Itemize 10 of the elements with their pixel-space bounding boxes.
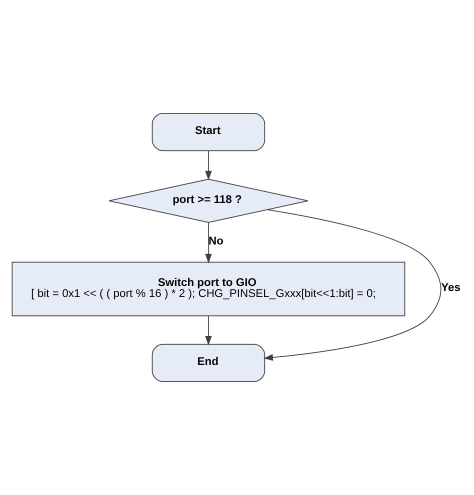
node-box: End — [152, 344, 266, 382]
node-box: Switch port to GIO [ bit = 0x1 << ( ( port % 16 ) * 2 ); CHG_PINSEL_Gxxx[bit<<1:bit] = 0; — [12, 262, 406, 316]
edge-label: Yes — [441, 282, 460, 294]
arrow — [263, 209, 442, 361]
arrow — [205, 316, 212, 346]
edge-label: No — [208, 235, 224, 248]
arrow — [205, 222, 212, 264]
node-diamond: port >= 118 ? — [108, 178, 308, 223]
node-box: Start — [152, 113, 266, 152]
arrow — [205, 150, 212, 180]
